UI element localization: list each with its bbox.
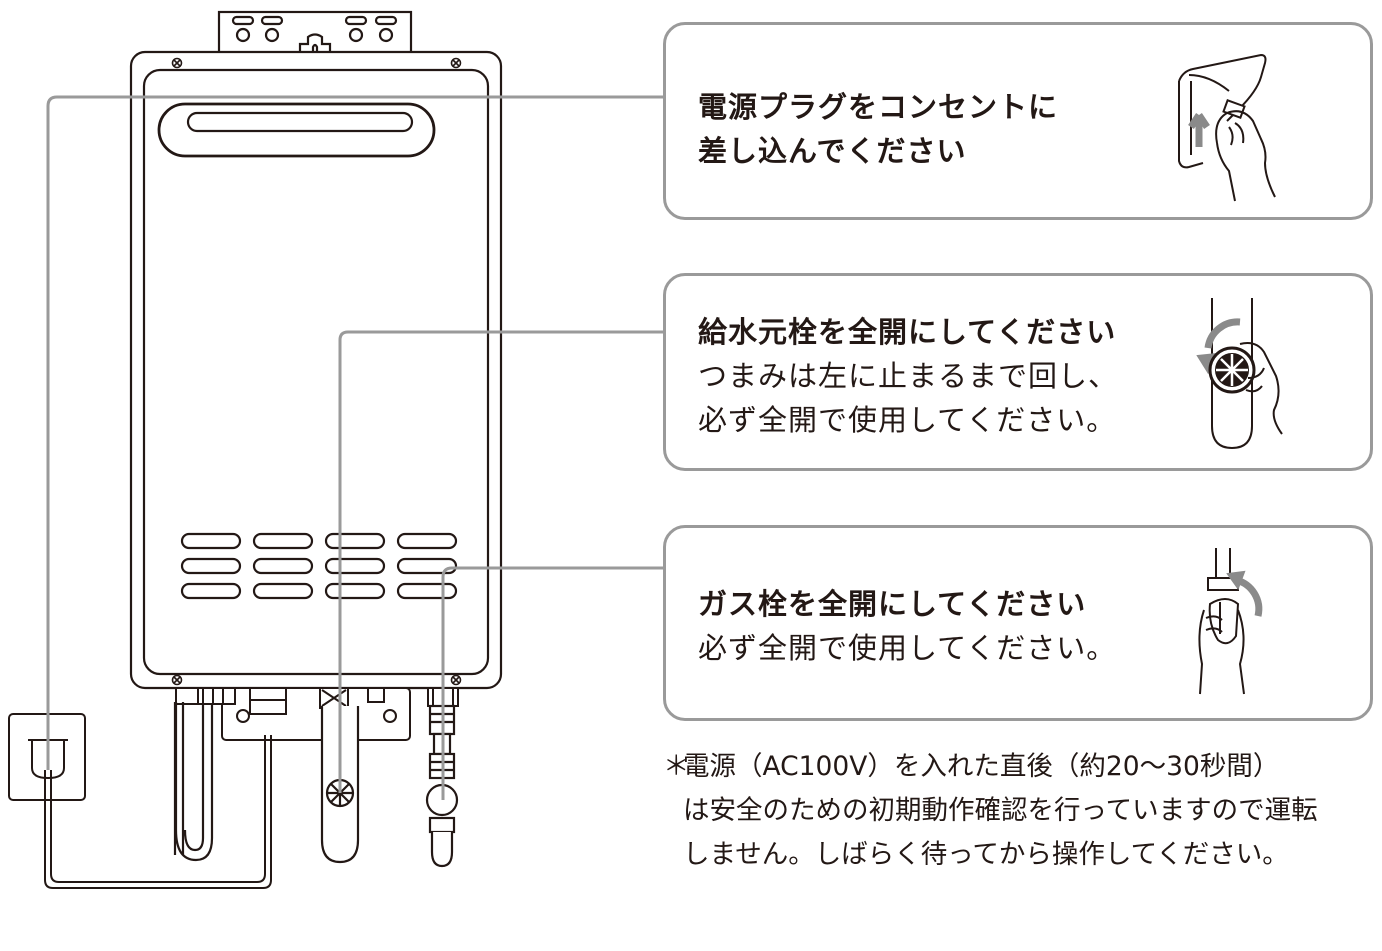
leader-line-gas <box>441 566 663 800</box>
step-water-desc-line-1: つまみは左に止まるまで回し、 <box>698 359 1119 393</box>
left-drain-pipe <box>173 702 214 862</box>
step-power-title-line-1: 電源プラグをコンセントに <box>698 90 1059 124</box>
startup-note-line-1: ＊電源（AC100V）を入れた直後（約20〜30秒間） <box>663 745 1375 789</box>
outer-frame <box>129 50 503 690</box>
step-gas-desc: 必ず全開で使用してください。 <box>698 626 1116 670</box>
startup-note-line-2: は安全のための初期動作確認を行っていますので運転 <box>683 795 1318 826</box>
step-water-desc-line-2: 必ず全開で使用してください。 <box>698 403 1117 437</box>
callout-power-plug: 電源プラグをコンセントに 差し込んでください <box>663 22 1373 220</box>
step-gas-title: ガス栓を全開にしてください <box>698 587 1087 621</box>
startup-note-text-1: 電源（AC100V）を入れた直後（約20〜30秒間） <box>683 751 1280 782</box>
step-water-desc: つまみは左に止まるまで回し、 必ず全開で使用してください。 <box>698 354 1118 442</box>
top-mounting-bracket <box>217 10 413 58</box>
gas-pipe <box>425 704 459 868</box>
bottom-fittings <box>175 687 459 741</box>
water-heater-unit <box>129 10 503 868</box>
exhaust-vent <box>157 102 436 158</box>
callout-water-valve: 給水元栓を全開にしてください つまみは左に止まるまで回し、 必ず全開で使用してく… <box>663 273 1373 471</box>
water-valve-turn-icon <box>1196 298 1283 450</box>
startup-note: ＊電源（AC100V）を入れた直後（約20〜30秒間） は安全のための初期動作確… <box>663 745 1375 877</box>
callout-gas-valve: ガス栓を全開にしてください 必ず全開で使用してください。 <box>663 525 1373 721</box>
step-gas-desc-line-1: 必ず全開で使用してください。 <box>698 631 1117 665</box>
hand-inserting-plug-icon <box>1178 53 1276 202</box>
step-power-title-line-2: 差し込んでください <box>698 134 967 168</box>
leader-lines <box>46 95 663 800</box>
note-asterisk: ＊ <box>663 751 690 782</box>
leader-line-water <box>338 330 663 793</box>
startup-note-line-3: しません。しばらく待ってから操作してください。 <box>683 839 1289 870</box>
leader-line-power <box>46 95 663 770</box>
power-cord <box>44 735 272 889</box>
gas-valve-turn-icon <box>1198 548 1263 695</box>
step-power-title: 電源プラグをコンセントに 差し込んでください <box>698 85 1058 173</box>
step-water-title: 給水元栓を全開にしてください <box>698 315 1117 349</box>
panel-screws <box>171 57 462 686</box>
intake-vents <box>180 532 458 600</box>
front-panel <box>142 68 490 676</box>
